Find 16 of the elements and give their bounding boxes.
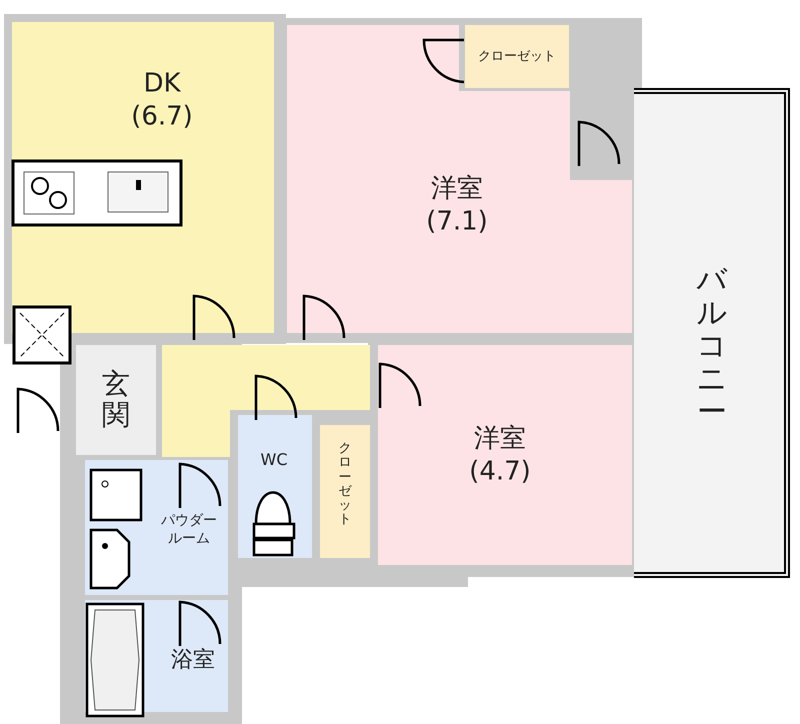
room-label: DK (6.7) <box>130 68 194 132</box>
room-label: 洋室 (7.1) <box>425 172 489 238</box>
room <box>320 425 370 558</box>
room <box>378 345 632 565</box>
balcony <box>634 88 790 578</box>
room-label: WC <box>260 450 288 470</box>
room <box>76 345 156 455</box>
room <box>287 25 632 333</box>
room-label: クローゼット <box>477 48 557 66</box>
room-label: 浴室 <box>170 646 216 674</box>
room-label: クローゼット <box>338 442 352 528</box>
room-label: 洋室 (4.7) <box>468 422 532 488</box>
room-label: バルコニー <box>696 264 728 428</box>
room <box>465 25 569 88</box>
room-label: パウダールーム <box>160 512 218 548</box>
room-label: 玄関 <box>101 369 131 431</box>
